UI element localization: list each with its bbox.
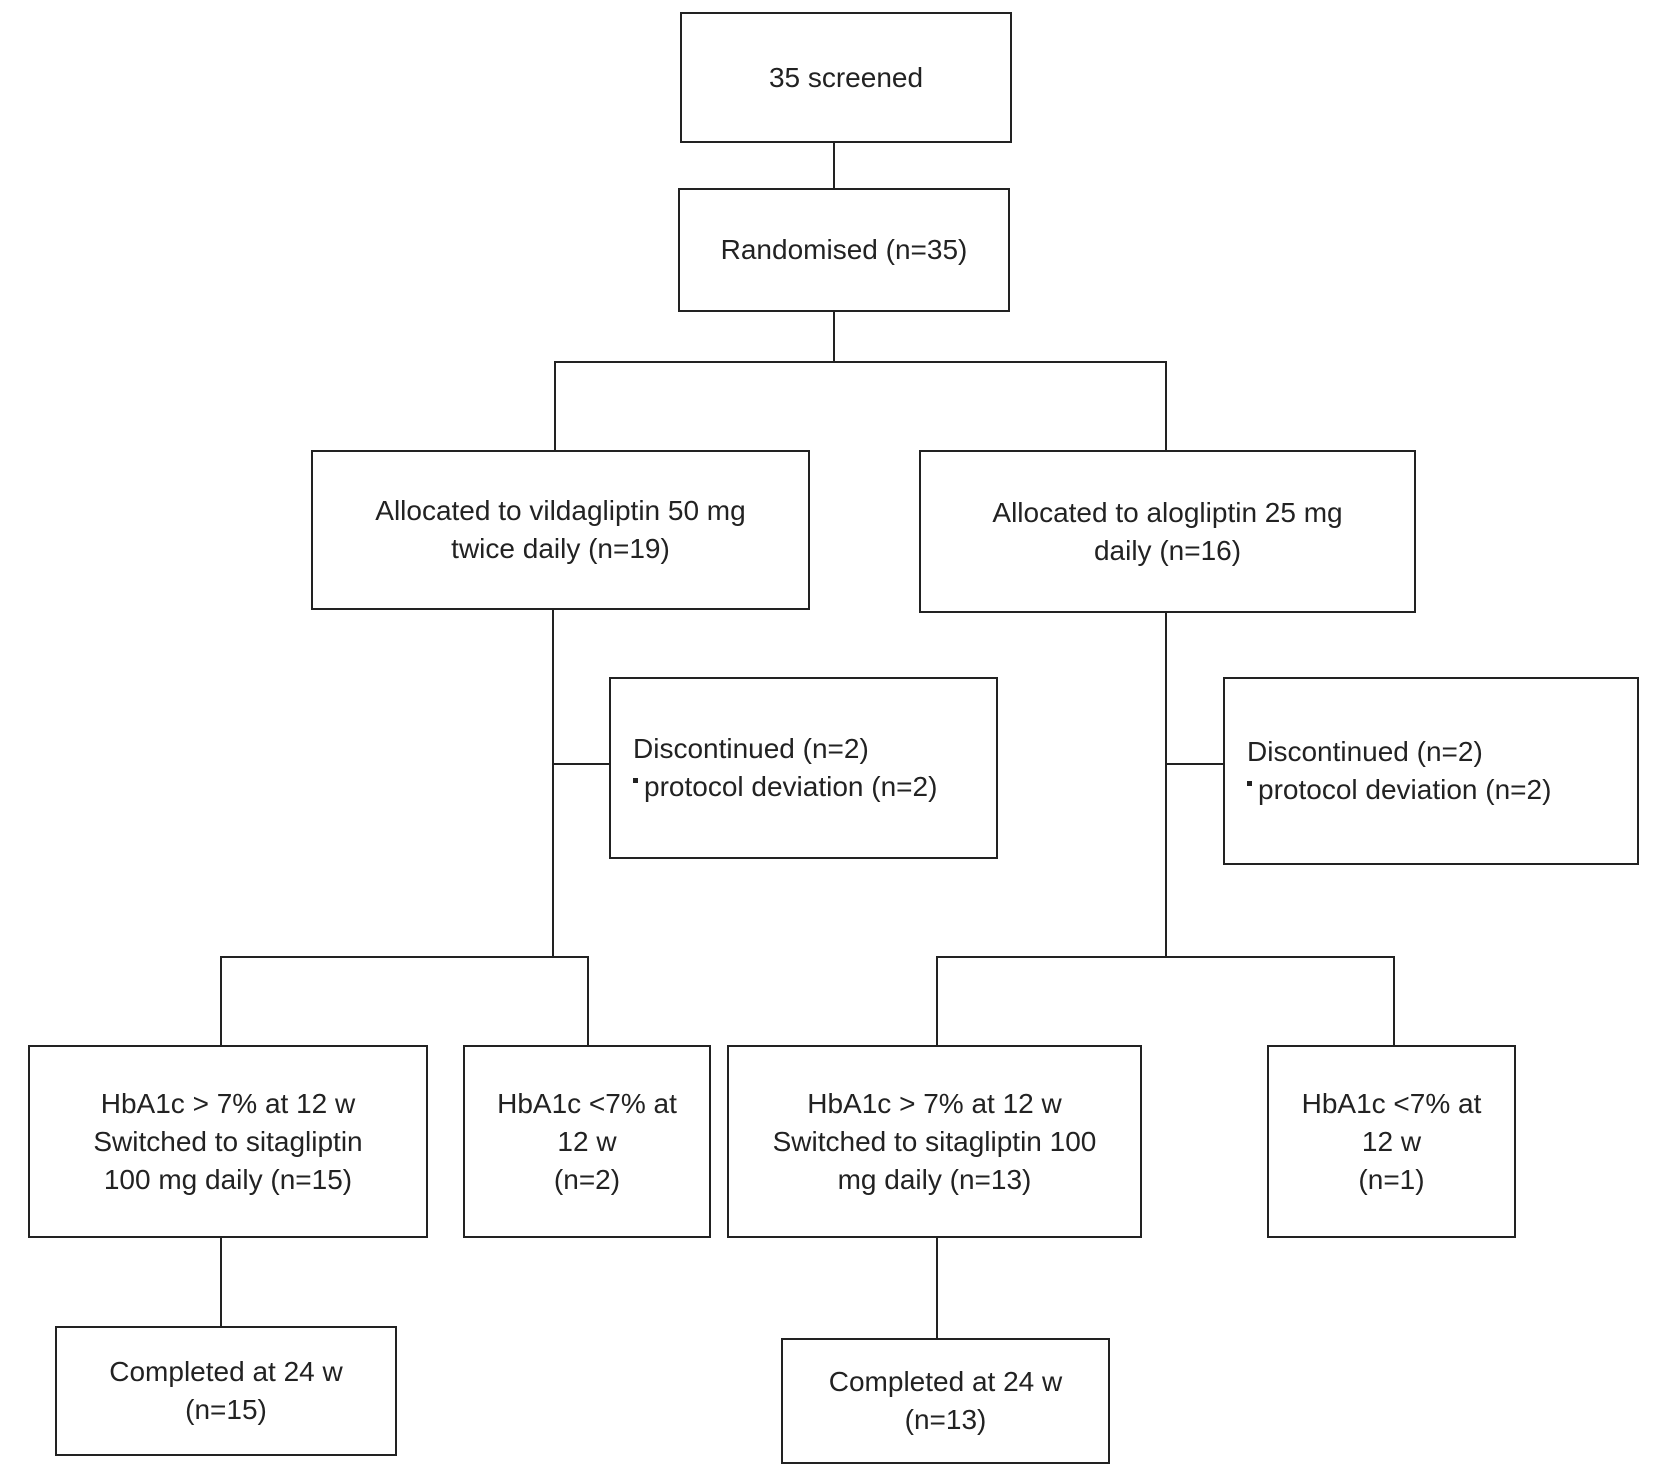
right-high-hba1c-box: HbA1c > 7% at 12 w Switched to sitaglipt…: [727, 1045, 1142, 1238]
left-high-line-1: HbA1c > 7% at 12 w: [100, 1087, 356, 1119]
left-low-line-2: 12 w: [557, 1125, 617, 1157]
right-high-line-3: mg daily (n=13): [837, 1163, 1032, 1195]
left-discontinued-reason-row: protocol deviation (n=2): [633, 768, 937, 806]
right-allocated-line-1: Allocated to alogliptin 25 mg: [992, 496, 1343, 528]
right-discontinued-reason-row: protocol deviation (n=2): [1247, 771, 1551, 809]
left-allocated-line-2: twice daily (n=19): [451, 533, 670, 564]
left-discontinued-title: Discontinued (n=2): [633, 733, 869, 764]
left-completed-line-1: Completed at 24 w: [109, 1356, 343, 1387]
left-completed-line-2: (n=15): [185, 1394, 267, 1425]
left-low-line-3: (n=2): [553, 1163, 621, 1195]
bullet-icon: [1247, 781, 1252, 787]
right-discontinued-title: Discontinued (n=2): [1247, 736, 1483, 767]
screened-box: 35 screened: [680, 12, 1012, 143]
left-allocated-box: Allocated to vildagliptin 50 mg twice da…: [311, 450, 810, 610]
right-completed-line-2: (n=13): [904, 1404, 987, 1435]
left-discontinued-box: Discontinued (n=2) protocol deviation (n…: [609, 677, 998, 859]
left-discontinued-reason: protocol deviation (n=2): [644, 771, 938, 802]
right-low-line-1: HbA1c <7% at: [1301, 1087, 1482, 1119]
screened-text: 35 screened: [768, 61, 924, 93]
right-low-line-2: 12 w: [1361, 1125, 1422, 1157]
right-low-line-3: (n=1): [1358, 1163, 1425, 1195]
right-completed-box: Completed at 24 w (n=13): [781, 1338, 1110, 1464]
bullet-icon: [633, 778, 638, 784]
right-high-line-2: Switched to sitagliptin 100: [772, 1125, 1097, 1157]
right-allocated-line-2: daily (n=16): [1093, 534, 1242, 566]
right-discontinued-reason: protocol deviation (n=2): [1258, 774, 1552, 805]
right-completed-line-1: Completed at 24 w: [828, 1366, 1063, 1397]
randomised-text: Randomised (n=35): [720, 234, 968, 265]
right-high-line-1: HbA1c > 7% at 12 w: [807, 1087, 1062, 1119]
right-discontinued-box: Discontinued (n=2) protocol deviation (n…: [1223, 677, 1639, 865]
randomised-box: Randomised (n=35): [678, 188, 1010, 312]
left-low-hba1c-box: HbA1c <7% at 12 w (n=2): [463, 1045, 711, 1238]
left-high-line-3: 100 mg daily (n=15): [103, 1163, 353, 1195]
right-allocated-box: Allocated to alogliptin 25 mg daily (n=1…: [919, 450, 1416, 613]
left-allocated-line-1: Allocated to vildagliptin 50 mg: [375, 495, 746, 526]
left-high-hba1c-box: HbA1c > 7% at 12 w Switched to sitaglipt…: [28, 1045, 428, 1238]
left-completed-box: Completed at 24 w (n=15): [55, 1326, 397, 1456]
right-low-hba1c-box: HbA1c <7% at 12 w (n=1): [1267, 1045, 1516, 1238]
left-high-line-2: Switched to sitagliptin: [93, 1125, 363, 1157]
left-low-line-1: HbA1c <7% at: [497, 1087, 677, 1119]
